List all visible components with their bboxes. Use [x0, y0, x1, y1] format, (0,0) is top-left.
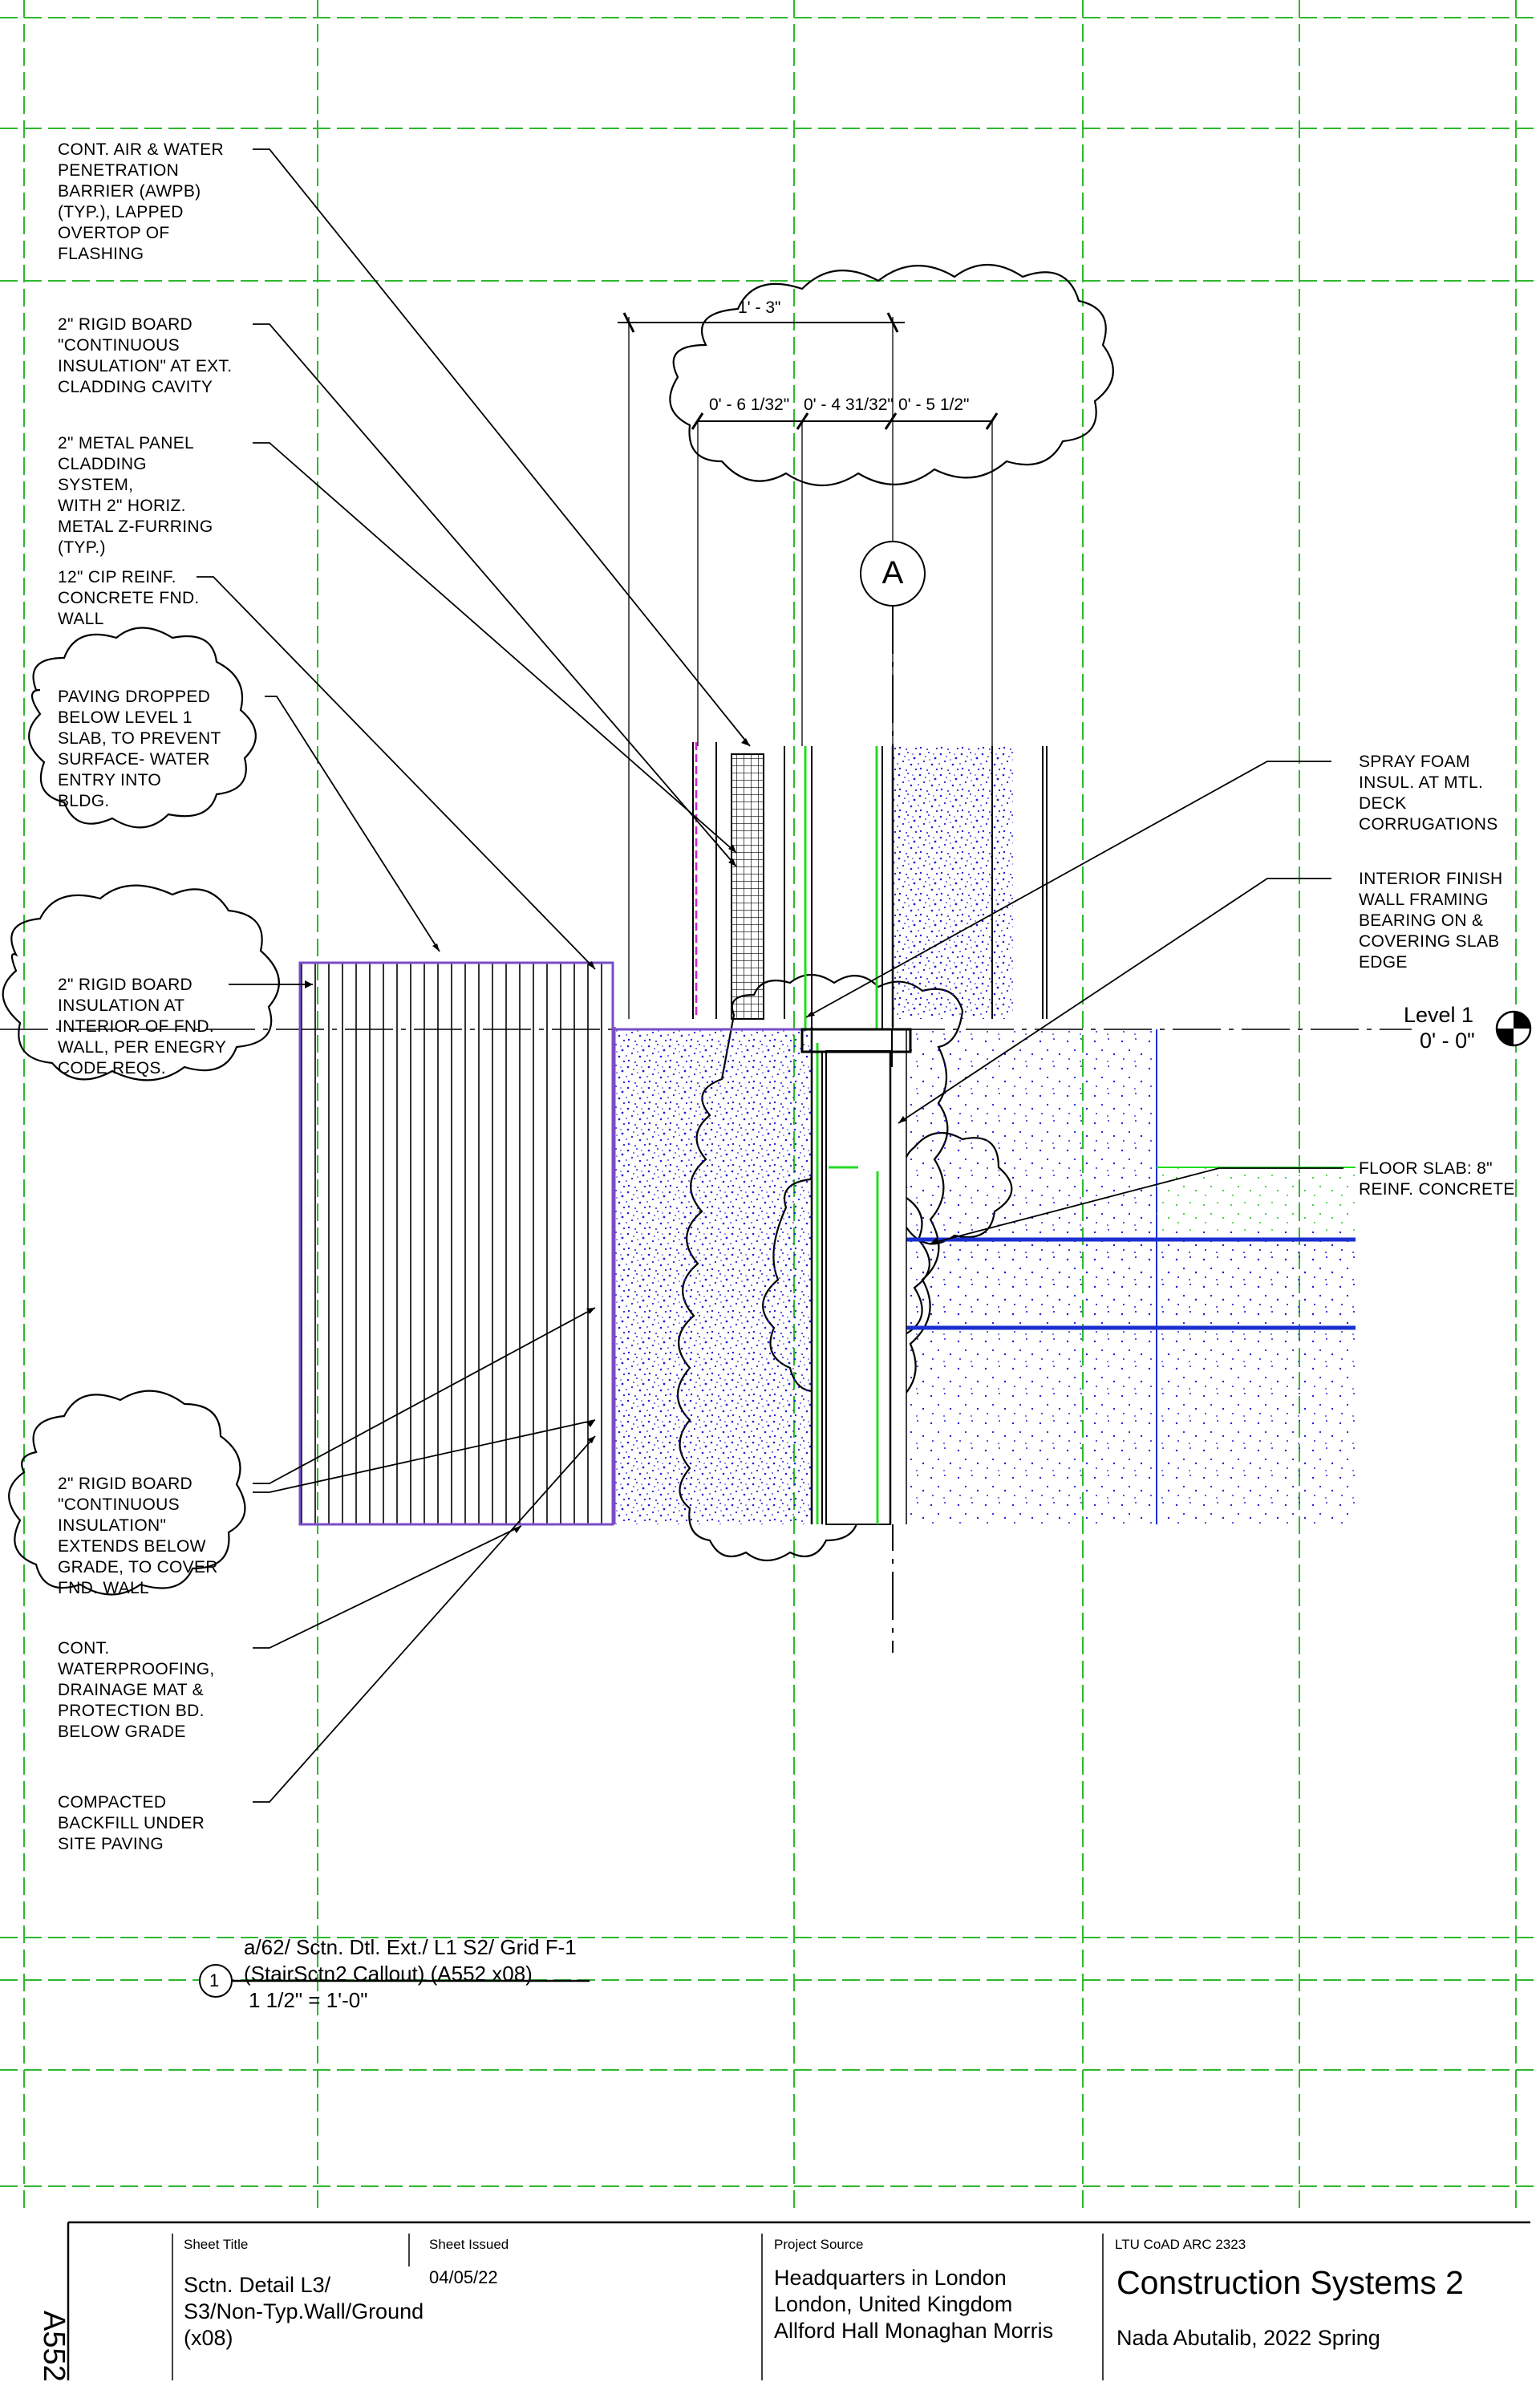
leader-arrows: [305, 738, 939, 1533]
dimension-lines: [618, 312, 999, 1019]
title-block-frame: [67, 2221, 1530, 2380]
note-paving: PAVING DROPPED BELOW LEVEL 1 SLAB, TO PR…: [58, 688, 221, 810]
note-awpb: CONT. AIR & WATER PENETRATION BARRIER (A…: [58, 140, 224, 263]
note-metal-panel: 2" METAL PANEL CLADDING SYSTEM, WITH 2" …: [58, 434, 213, 557]
author: Nada Abutalib, 2022 Spring: [1116, 2326, 1380, 2350]
note-interior-framing: INTERIOR FINISH WALL FRAMING BEARING ON …: [1359, 870, 1503, 972]
sheet-number: A552: [37, 2311, 71, 2382]
course-title: Construction Systems 2: [1116, 2264, 1464, 2301]
note-cip-wall: 12" CIP REINF. CONCRETE FND. WALL: [58, 568, 200, 628]
note-spray-foam: SPRAY FOAM INSUL. AT MTL. DECK CORRUGATI…: [1359, 753, 1498, 834]
grid-bubble-label: A: [881, 555, 904, 590]
sheet-issued-label: Sheet Issued: [429, 2237, 509, 2252]
rigid-insulation-below-grade: [298, 961, 614, 1526]
note-floor-slab: FLOOR SLAB: 8" REINF. CONCRETE: [1359, 1159, 1515, 1199]
project-source-label: Project Source: [774, 2237, 864, 2252]
view-title-line1: a/62/ Sctn. Dtl. Ext./ L1 S2/ Grid F-1: [244, 1935, 577, 1959]
level-elevation: 0' - 0": [1420, 1029, 1475, 1053]
wall-above: [692, 742, 1048, 1031]
view-title-line2: (StairSctn2 Callout) (A552 x08): [244, 1962, 533, 1986]
foundation-wall: [613, 1027, 815, 1524]
view-number: 1: [209, 1970, 220, 1990]
sheet-issued: 04/05/22: [429, 2267, 498, 2287]
interior-wall-framing: [800, 1027, 912, 1525]
note-backfill: COMPACTED BACKFILL UNDER SITE PAVING: [58, 1793, 205, 1853]
note-interior-insulation: 2" RIGID BOARD INSULATION AT INTERIOR OF…: [58, 976, 227, 1077]
dim-overall: 1' - 3": [738, 298, 781, 317]
course-label: LTU CoAD ARC 2323: [1115, 2237, 1246, 2252]
sheet-title-label: Sheet Title: [184, 2237, 249, 2252]
dim-seg3: 0' - 5 1/2": [898, 396, 970, 414]
leader-lines: [197, 148, 1343, 1803]
note-rigid-board-cladding: 2" RIGID BOARD "CONTINUOUS INSULATION" A…: [58, 315, 233, 396]
project-source: Headquarters in London London, United Ki…: [774, 2266, 1054, 2343]
note-insulation-below-grade: 2" RIGID BOARD "CONTINUOUS INSULATION" E…: [58, 1475, 218, 1597]
sheet-title: Sctn. Detail L3/ S3/Non-Typ.Wall/Ground …: [184, 2273, 424, 2350]
view-scale: 1 1/2" = 1'-0": [249, 1988, 368, 2012]
view-title-graphic: [199, 1964, 590, 1998]
note-waterproofing: CONT. WATERPROOFING, DRAINAGE MAT & PROT…: [58, 1639, 215, 1741]
floor-slab: [825, 1029, 1356, 1524]
level-name: Level 1: [1404, 1003, 1474, 1027]
dim-seg1: 0' - 6 1/32": [709, 396, 790, 414]
dim-seg2: 0' - 4 31/32": [804, 396, 894, 414]
